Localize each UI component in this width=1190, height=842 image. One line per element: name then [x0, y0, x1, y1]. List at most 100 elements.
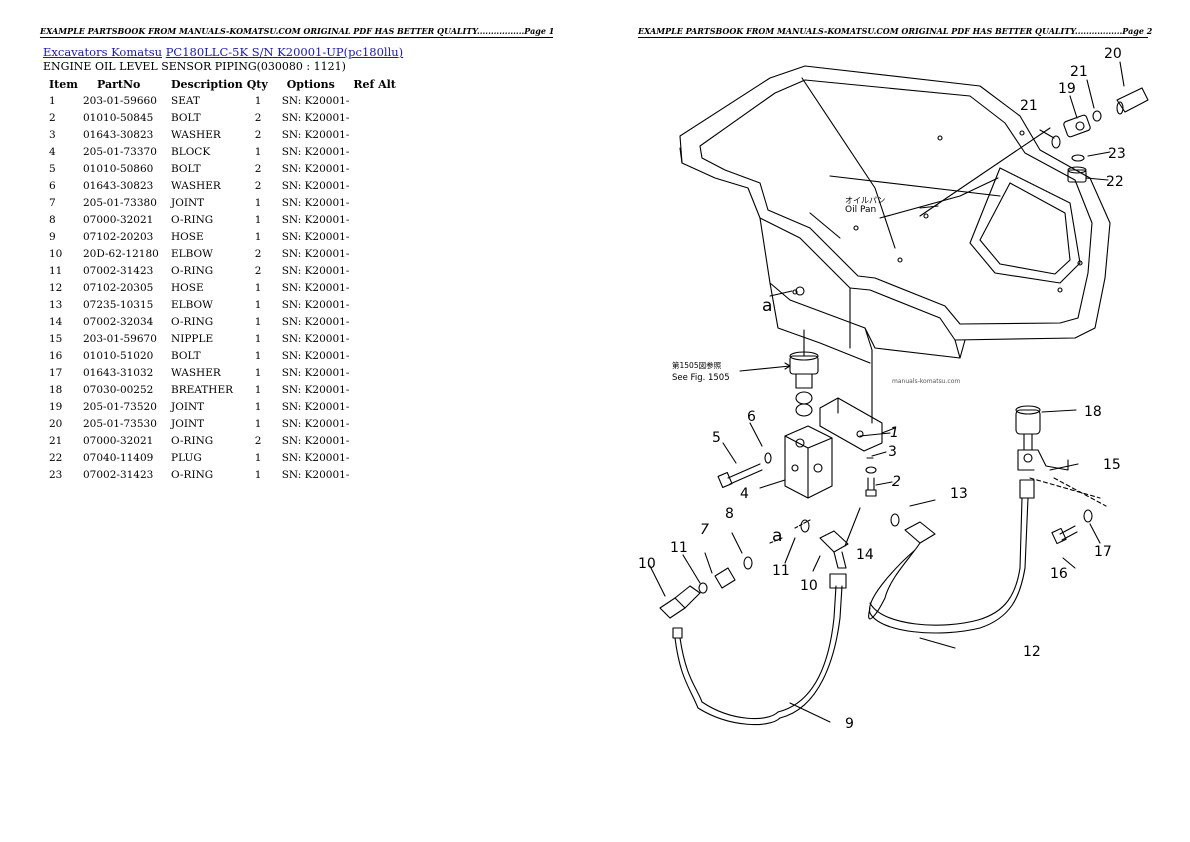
cell-item: 16 — [49, 349, 63, 362]
page-header-1: EXAMPLE PARTSBOOK FROM MANUALS-KOMATSU.C… — [40, 26, 555, 38]
bolts-washers-drawing — [717, 452, 877, 497]
left-hose-drawing — [659, 519, 849, 726]
cell-options: SN: K20001- — [281, 94, 350, 107]
cell-partno: 01010-50845 — [83, 111, 154, 124]
cell-description: SEAT — [171, 94, 200, 107]
cell-ref-alt — [353, 143, 400, 160]
cell-qty: 1 — [254, 213, 262, 226]
cell-options: SN: K20001- — [281, 451, 350, 464]
seat-bracket-drawing — [819, 397, 896, 452]
callout-22: 22 — [1106, 174, 1124, 190]
cell-partno: 07040-11409 — [83, 451, 154, 464]
cell-ref-alt — [353, 415, 400, 432]
callout-18: 18 — [1084, 404, 1102, 420]
cell-options: SN: K20001- — [281, 434, 350, 447]
cell-description: BOLT — [171, 349, 201, 362]
cell-qty: 1 — [254, 451, 262, 464]
breadcrumb-link-model[interactable]: PC180LLC-5K S/N K20001-UP(pc180llu) — [165, 45, 404, 59]
cell-ref-alt — [353, 262, 400, 279]
callout-11-right: 11 — [772, 563, 790, 579]
cell-qty: 2 — [254, 247, 262, 260]
cell-ref-alt — [353, 449, 400, 466]
callout-9: 9 — [845, 716, 854, 732]
cell-description: O-RING — [171, 213, 214, 226]
cell-partno: 01010-51020 — [83, 349, 154, 362]
watermark-text: manuals-komatsu.com — [892, 378, 960, 385]
callout-5: 5 — [712, 430, 721, 446]
cell-partno: 07000-32021 — [83, 434, 154, 447]
table-header-row: Item PartNo Description Qty Options Ref … — [43, 76, 400, 92]
cell-ref-alt — [353, 313, 400, 330]
cell-partno: 07030-00252 — [83, 383, 154, 396]
see-figure-jp-label: 第1505図参照 — [672, 360, 722, 370]
cell-partno: 07002-32034 — [83, 315, 154, 328]
cell-item: 21 — [49, 434, 63, 447]
cell-options: SN: K20001- — [281, 264, 350, 277]
leader-lines — [649, 61, 1125, 723]
cell-item: 22 — [49, 451, 63, 464]
cell-ref-alt — [353, 126, 400, 143]
cell-partno: 205-01-73530 — [83, 417, 157, 430]
breadcrumb-link-category[interactable]: Excavators Komatsu — [43, 45, 163, 59]
section-title: ENGINE OIL LEVEL SENSOR PIPING(030080 : … — [43, 60, 346, 73]
cell-item: 14 — [49, 315, 63, 328]
cell-qty: 2 — [254, 111, 262, 124]
cell-partno: 205-01-73380 — [83, 196, 157, 209]
cell-qty: 1 — [254, 417, 262, 430]
cell-qty: 2 — [254, 162, 262, 175]
callout-21-left: 21 — [1020, 98, 1038, 114]
cell-qty: 2 — [254, 434, 262, 447]
cell-options: SN: K20001- — [281, 145, 350, 158]
cell-ref-alt — [353, 194, 400, 211]
cell-item: 3 — [49, 128, 56, 141]
cell-description: O-RING — [171, 468, 214, 481]
cell-item: 1 — [49, 94, 56, 107]
breather-joint-drawing — [1051, 87, 1149, 183]
cell-description: JOINT — [171, 417, 205, 430]
cell-ref-alt — [353, 364, 400, 381]
callout-23: 23 — [1108, 146, 1126, 162]
column-header-description: Description — [171, 77, 243, 91]
callout-a-upper: a — [762, 296, 772, 316]
cell-ref-alt — [353, 109, 400, 126]
cell-qty: 1 — [254, 145, 262, 158]
cell-description: BOLT — [171, 111, 201, 124]
breather-clamp-drawing — [1015, 405, 1107, 545]
cell-description: ELBOW — [171, 247, 213, 260]
cell-ref-alt — [353, 211, 400, 228]
cell-item: 19 — [49, 400, 63, 413]
cell-qty: 1 — [254, 315, 262, 328]
cell-description: PLUG — [171, 451, 202, 464]
level-sensor-drawing — [739, 329, 819, 417]
cell-ref-alt — [353, 432, 400, 449]
callout-19: 19 — [1058, 81, 1076, 97]
cell-partno: 07002-31423 — [83, 264, 154, 277]
cell-item: 10 — [49, 247, 63, 260]
cell-qty: 1 — [254, 400, 262, 413]
cell-ref-alt — [353, 177, 400, 194]
callout-2: 2 — [892, 474, 901, 490]
cell-partno: 20D-62-12180 — [83, 247, 159, 260]
cell-item: 20 — [49, 417, 63, 430]
oil-pan-label: Oil Pan — [845, 205, 876, 215]
cell-description: HOSE — [171, 281, 204, 294]
oil-pan-drawing — [679, 65, 1111, 424]
cell-qty: 2 — [254, 264, 262, 277]
callout-11-left: 11 — [670, 540, 688, 556]
column-header-partno: PartNo — [97, 77, 141, 91]
callout-20: 20 — [1104, 46, 1122, 62]
cell-description: O-RING — [171, 315, 214, 328]
block-drawing — [784, 425, 833, 499]
cell-ref-alt — [353, 398, 400, 415]
callout-10-left: 10 — [638, 556, 656, 572]
cell-ref-alt — [353, 330, 400, 347]
cell-partno: 07102-20305 — [83, 281, 154, 294]
